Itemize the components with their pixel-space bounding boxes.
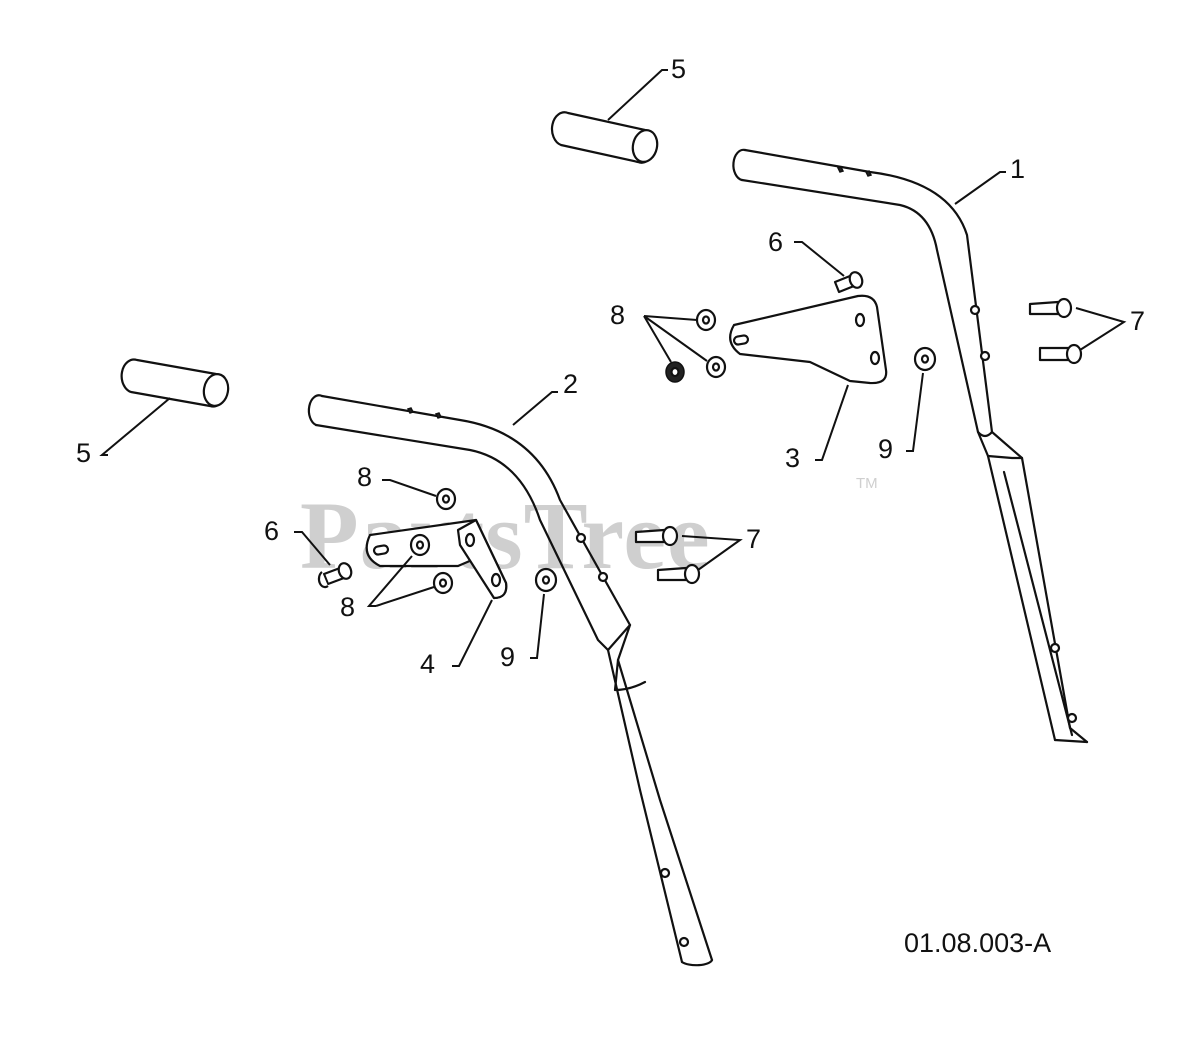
part-7-bolts-right[interactable]: [1028, 297, 1127, 365]
callout-6-lower: 6: [264, 516, 279, 546]
callout-4: 4: [420, 649, 435, 679]
callout-5-upper: 5: [671, 54, 686, 84]
part-9-washer-right[interactable]: [906, 346, 937, 452]
callout-8-lower: 8: [340, 592, 355, 622]
callout-8-upper: 8: [610, 300, 625, 330]
part-5-lower-grip[interactable]: [99, 358, 231, 456]
part-2-lower-handle[interactable]: [307, 391, 714, 967]
callout-labels: 1 2 3 4 5 5 6 6 7 7 8 8 8 9 9: [76, 54, 1145, 679]
part-8-nuts-upper[interactable]: [643, 308, 727, 383]
callout-9-right: 9: [878, 434, 893, 464]
part-6-bolt-lower[interactable]: [294, 531, 353, 589]
callout-7-right: 7: [1130, 306, 1145, 336]
callout-8-middle: 8: [357, 462, 372, 492]
part-5-upper-grip[interactable]: [550, 69, 668, 164]
callout-3: 3: [785, 443, 800, 473]
part-9-washer-left[interactable]: [530, 567, 558, 659]
part-3-right-bracket[interactable]: [729, 294, 888, 461]
part-8-nuts-lower[interactable]: [366, 479, 457, 607]
part-6-bolt-upper[interactable]: [794, 241, 864, 294]
watermark-trademark: TM: [856, 475, 878, 492]
callout-6-upper: 6: [768, 227, 783, 257]
callout-9-left: 9: [500, 642, 515, 672]
part-4-left-bracket[interactable]: [365, 518, 508, 667]
diagram-code: 01.08.003-A: [904, 928, 1051, 958]
callout-5-lower: 5: [76, 438, 91, 468]
part-7-bolts-left[interactable]: [634, 525, 743, 585]
callout-1: 1: [1010, 154, 1025, 184]
callout-2: 2: [563, 369, 578, 399]
callout-7-left: 7: [746, 524, 761, 554]
part-1-upper-handle[interactable]: [732, 148, 1089, 744]
